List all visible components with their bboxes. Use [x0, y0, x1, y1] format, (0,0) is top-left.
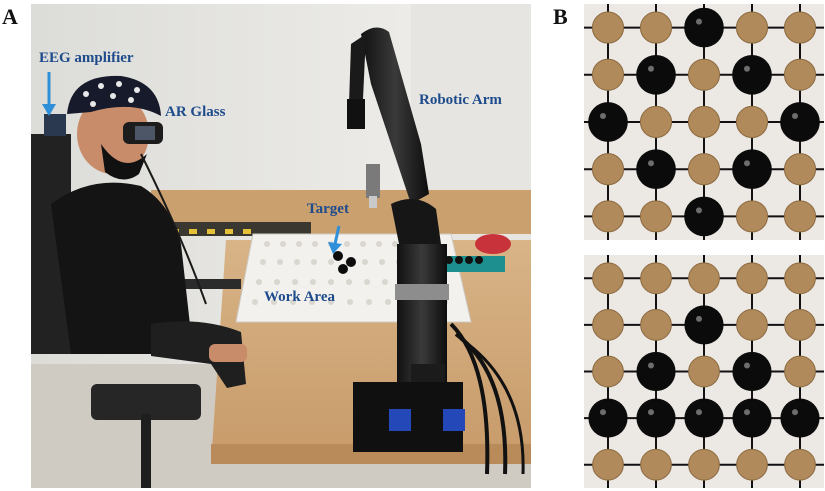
board-top-illustration: [584, 4, 824, 240]
ball-highlight: [648, 409, 654, 416]
empty-hole: [592, 309, 624, 341]
ball-highlight: [696, 18, 702, 25]
black-ball: [588, 102, 628, 142]
black-ball: [636, 149, 676, 190]
ball-highlight: [744, 160, 750, 167]
ball-highlight: [744, 362, 750, 369]
empty-hole: [639, 105, 673, 139]
ball-highlight: [648, 160, 654, 167]
empty-hole: [591, 11, 625, 44]
black-ball: [684, 398, 724, 438]
annotation-target: Target: [307, 201, 349, 217]
empty-hole: [783, 200, 817, 233]
empty-hole: [688, 262, 720, 295]
empty-hole: [640, 448, 672, 481]
black-ball: [732, 351, 772, 392]
empty-hole: [736, 262, 768, 295]
setup-photo: EEG amplifier AR Glass Robotic Arm Targe…: [31, 4, 531, 488]
empty-hole: [688, 448, 720, 481]
black-ball: [684, 305, 724, 345]
empty-hole: [783, 153, 817, 186]
empty-hole: [687, 153, 721, 186]
black-ball: [636, 398, 676, 438]
empty-hole: [592, 448, 624, 481]
ball-highlight: [600, 113, 606, 119]
ball-highlight: [648, 362, 654, 369]
ball-highlight: [600, 409, 606, 416]
empty-hole: [735, 105, 769, 139]
empty-hole: [735, 11, 769, 44]
empty-hole: [592, 355, 624, 388]
empty-hole: [784, 448, 816, 481]
panel-label-b: B: [553, 4, 568, 29]
black-ball: [780, 102, 820, 142]
black-ball: [684, 7, 724, 48]
empty-hole: [784, 355, 816, 388]
black-ball: [780, 398, 820, 438]
ball-highlight: [696, 409, 702, 416]
board-top: [584, 4, 824, 240]
ball-highlight: [696, 315, 702, 322]
empty-hole: [687, 58, 721, 91]
empty-hole: [688, 355, 720, 388]
empty-hole: [736, 309, 768, 341]
board-bottom-illustration: [584, 255, 824, 488]
empty-hole: [591, 58, 625, 91]
empty-hole: [784, 262, 816, 295]
board-bottom: [584, 255, 824, 488]
black-ball: [732, 398, 772, 438]
black-ball: [732, 54, 772, 95]
black-ball: [636, 351, 676, 392]
empty-hole: [592, 262, 624, 295]
ball-highlight: [792, 113, 798, 119]
ball-highlight: [696, 207, 702, 214]
empty-hole: [591, 153, 625, 186]
empty-hole: [784, 309, 816, 341]
annotation-ar-glass: AR Glass: [165, 104, 226, 120]
annotation-robotic-arm: Robotic Arm: [419, 92, 502, 108]
ball-highlight: [744, 65, 750, 72]
panel-label-a: A: [2, 4, 18, 29]
black-ball: [588, 398, 628, 438]
empty-hole: [639, 11, 673, 44]
empty-hole: [783, 58, 817, 91]
empty-hole: [735, 200, 769, 233]
empty-hole: [687, 105, 721, 139]
empty-hole: [783, 11, 817, 44]
empty-hole: [591, 200, 625, 233]
empty-hole: [640, 309, 672, 341]
black-ball: [732, 149, 772, 190]
empty-hole: [736, 448, 768, 481]
black-ball: [636, 54, 676, 95]
annotation-work-area: Work Area: [264, 289, 335, 305]
annotation-eeg-amplifier: EEG amplifier: [39, 50, 134, 66]
empty-hole: [640, 262, 672, 295]
black-ball: [684, 196, 724, 237]
ball-highlight: [744, 409, 750, 416]
ball-highlight: [792, 409, 798, 416]
empty-hole: [639, 200, 673, 233]
setup-photo-illustration: [31, 4, 531, 488]
ball-highlight: [648, 65, 654, 72]
annotation-arrows: [42, 72, 342, 254]
